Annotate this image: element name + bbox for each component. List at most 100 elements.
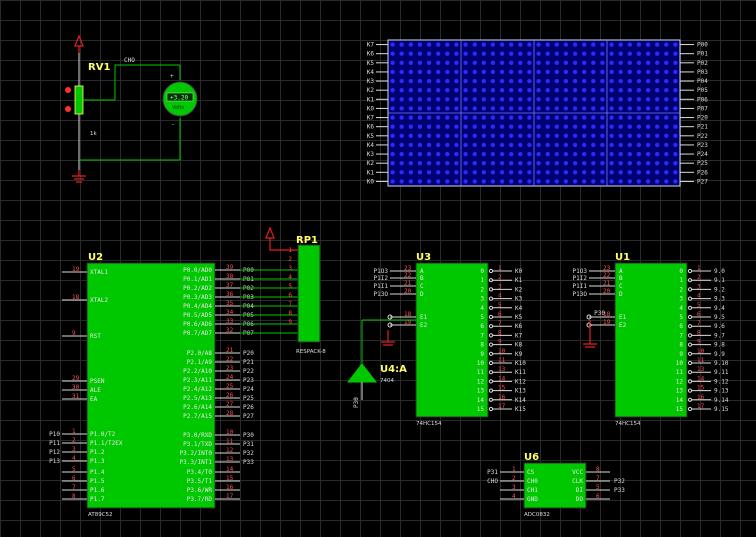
- voltmeter-minus: -: [171, 121, 175, 128]
- u2-pin-label: P2.0/A8: [187, 350, 213, 357]
- u2-pin-label: EA: [90, 396, 98, 403]
- matrix-row-label: K6: [367, 124, 375, 131]
- voltmeter[interactable]: +3.20 Volts + -: [162, 73, 198, 128]
- u1-out-label: 10: [676, 360, 684, 367]
- u3-out-num: 9: [498, 339, 502, 346]
- u2-pin-num: 3: [72, 446, 76, 453]
- u3-out-num: 10: [498, 348, 506, 355]
- rp1-body[interactable]: [297, 244, 321, 343]
- u3-out-label: 15: [477, 406, 485, 413]
- rv1-net: CHO: [124, 57, 135, 64]
- u1-pin-num: 21: [603, 280, 611, 287]
- u3-out-net: K0: [515, 268, 523, 275]
- u3-out-net: K7: [515, 332, 523, 339]
- u1-74hc154[interactable]: U1 74HC154 A23P1O3B22P1I2C21P1I1D20P13OE…: [573, 252, 729, 427]
- u2-body[interactable]: [86, 262, 216, 509]
- u2-pin-label: P2.1/A9: [187, 359, 213, 366]
- u1-out-num: 10: [697, 348, 705, 355]
- matrix-col-label: P24: [697, 151, 708, 158]
- rp1-pin-num: 9: [288, 319, 292, 326]
- rv1-pin2-marker: [65, 106, 71, 112]
- u6-pin-net: CHO: [487, 478, 498, 485]
- u1-out-num: 8: [697, 329, 701, 336]
- u2-pin-net: P25: [243, 395, 254, 402]
- u2-pin-num: 12: [226, 447, 234, 454]
- u3-out-num: 8: [498, 329, 502, 336]
- u1-out-net: 9.7: [714, 332, 725, 339]
- u3-74hc154[interactable]: U3 74HC154 A23P1O3B22P1I2C21P1I1D20P13OE…: [374, 252, 527, 427]
- u2-pin-num: 38: [226, 273, 234, 280]
- matrix-col-label: P01: [697, 51, 708, 58]
- u3-pin-num: 18: [404, 311, 412, 318]
- u1-pin-label: B: [619, 275, 623, 282]
- u2-at89c52[interactable]: U2 AT89C52 XTAL119XTAL218RST9PSEN29ALE30…: [49, 252, 298, 518]
- u6-pin-num: 1: [512, 466, 516, 473]
- u3-out-net: K10: [515, 360, 526, 367]
- u1-out-num: 2: [697, 274, 701, 281]
- u3-out-label: 10: [477, 360, 485, 367]
- u3-out-label: 9: [480, 351, 484, 358]
- rp1-pin-num: 1: [288, 247, 292, 254]
- matrix-row-label: K2: [367, 87, 375, 94]
- u2-pin-net: P33: [243, 459, 254, 466]
- matrix-col-label: P23: [697, 142, 708, 149]
- voltmeter-unit: Volts: [172, 105, 184, 111]
- u6-body[interactable]: [523, 462, 587, 509]
- u2-pin-label: P3.6/WR: [187, 487, 213, 494]
- u6-pin-num: 5: [596, 484, 600, 491]
- matrix-row-label: K5: [367, 60, 375, 67]
- u2-pin-label: P0.3/AD3: [183, 294, 212, 301]
- u4-inverter[interactable]: U4:A 7404 P30: [346, 319, 597, 408]
- matrix-row-label: K0: [367, 105, 375, 112]
- ground-u3: [381, 330, 395, 346]
- rv1-pin1-marker: [65, 87, 71, 93]
- u3-body[interactable]: [415, 262, 489, 418]
- u3-out-label: 1: [480, 277, 484, 284]
- matrix-row-label: K2: [367, 160, 375, 167]
- u1-out-label: 9: [679, 351, 683, 358]
- rv1-group[interactable]: RV1 1k CHO: [65, 34, 181, 183]
- rv1-body[interactable]: [74, 85, 84, 115]
- u3-in-net: P1O3: [374, 268, 389, 275]
- u2-pin-num: 22: [226, 356, 234, 363]
- matrix-col-label: P06: [697, 96, 708, 103]
- matrix-row-label: K7: [367, 115, 375, 122]
- u2-ref: U2: [88, 252, 103, 263]
- matrix-col-label: P21: [697, 124, 708, 131]
- u1-pin-num: 20: [603, 288, 611, 295]
- u3-out-num: 14: [498, 375, 506, 382]
- u2-pin-label: P0.4/AD4: [183, 303, 212, 310]
- u4-in-net: P30: [353, 397, 360, 408]
- u1-body[interactable]: [614, 262, 688, 418]
- u1-out-net: 9.3: [714, 296, 725, 303]
- u2-pin-label: P0.1/AD1: [183, 276, 212, 283]
- matrix-col-label: P27: [697, 178, 708, 185]
- u1-out-net: 9.14: [714, 397, 729, 404]
- u1-out-num: 13: [697, 366, 705, 373]
- u2-pin-label: P2.2/A10: [183, 368, 212, 375]
- u3-out-label: 11: [477, 369, 485, 376]
- u2-pin-num: 26: [226, 392, 234, 399]
- rp1-pin-num: 7: [288, 301, 292, 308]
- u1-out-label: 13: [676, 388, 684, 395]
- u2-name: AT89C52: [88, 512, 113, 518]
- matrix-col-label: P05: [697, 87, 708, 94]
- u3-out-label: 6: [480, 323, 484, 330]
- matrix-col-label: P25: [697, 160, 708, 167]
- u2-pin-num: 1: [72, 428, 76, 435]
- u4-body[interactable]: [346, 363, 378, 383]
- u2-pin-num: 33: [226, 318, 234, 325]
- u3-out-net: K4: [515, 305, 523, 312]
- u1-out-net: 9.6: [714, 323, 725, 330]
- matrix-col-label: P22: [697, 133, 708, 140]
- matrix-row-label: K6: [367, 51, 375, 58]
- u2-pin-num: 17: [226, 493, 234, 500]
- rp1-pin-num: 6: [288, 292, 292, 299]
- u2-pin-label: PSEN: [90, 378, 105, 385]
- u1-out-label: 6: [679, 323, 683, 330]
- u1-out-num: 17: [697, 403, 705, 410]
- u2-pin-num: 34: [226, 309, 234, 316]
